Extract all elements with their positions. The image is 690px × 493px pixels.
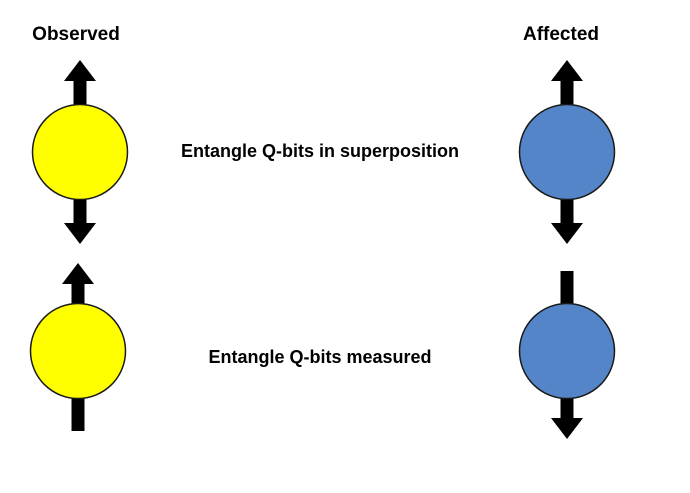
affected-column-label: Affected (522, 24, 599, 45)
spin-down-arrow-icon (551, 394, 583, 439)
qbit-circle (31, 103, 129, 201)
qbit-observed-measured (23, 256, 133, 446)
spin-down-arrow-icon (64, 195, 96, 244)
qbit-circle (29, 302, 127, 400)
qbit-affected-measured (512, 256, 622, 446)
spin-arrow-shaft (71, 396, 85, 431)
superposition-caption: Entangle Q-bits in superposition (180, 141, 459, 161)
observed-column-label: Observed (32, 24, 120, 45)
spin-up-arrow-icon (64, 60, 96, 109)
qbit-circle (518, 302, 616, 400)
qbit-observed-superposition (25, 57, 135, 247)
qbit-circle (518, 103, 616, 201)
spin-arrow-shaft (560, 271, 574, 308)
spin-down-arrow-icon (551, 195, 583, 244)
qbit-affected-superposition (512, 57, 622, 247)
spin-up-arrow-icon (62, 263, 94, 308)
measured-caption: Entangle Q-bits measured (208, 347, 432, 367)
spin-up-arrow-icon (551, 60, 583, 109)
